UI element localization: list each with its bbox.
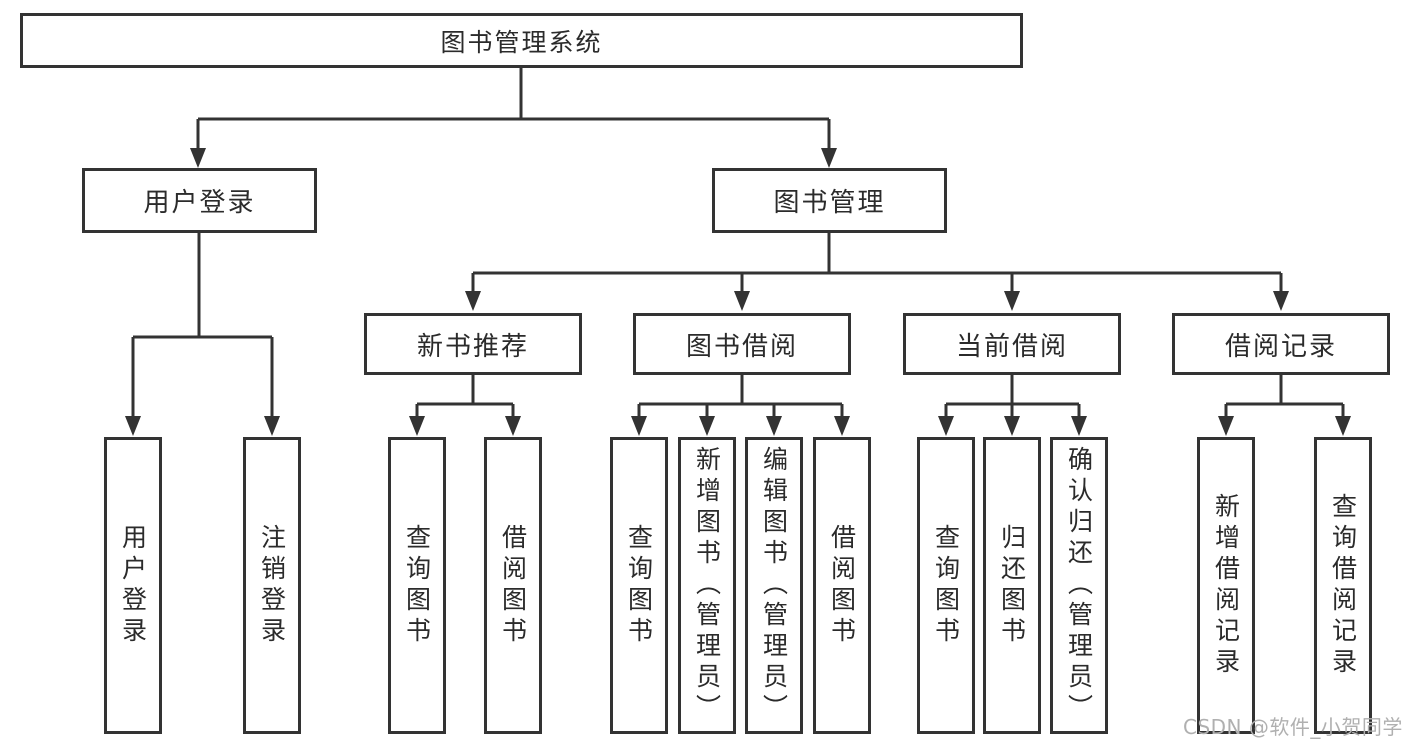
leaf-borrow-books: 借阅图书 <box>813 437 871 734</box>
node-book-borrow: 图书借阅 <box>633 313 851 375</box>
leaf-borrow-books-recommend: 借阅图书 <box>484 437 542 734</box>
node-label: 新书推荐 <box>416 331 529 362</box>
leaf-edit-book-admin: 编辑图书（管理员） <box>745 437 803 734</box>
node-label: 当前借阅 <box>955 331 1068 362</box>
leaf-user-login: 用户登录 <box>104 437 162 734</box>
node-label: 图书管理系统 <box>440 27 603 57</box>
node-label: 新增图书（管理员） <box>692 446 722 725</box>
node-label: 注销登录 <box>257 523 287 648</box>
node-new-book-recommend: 新书推荐 <box>364 313 582 375</box>
node-label: 图书管理 <box>773 188 886 218</box>
node-label: 编辑图书（管理员） <box>759 446 789 725</box>
leaf-query-books-current: 查询图书 <box>917 437 975 734</box>
node-label: 归还图书 <box>997 523 1027 648</box>
node-borrow-records: 借阅记录 <box>1172 313 1390 375</box>
node-label: 查询图书 <box>931 523 961 648</box>
node-label: 借阅图书 <box>498 523 528 648</box>
node-current-borrow: 当前借阅 <box>903 313 1121 375</box>
node-label: 查询借阅记录 <box>1328 492 1358 679</box>
leaf-add-borrow-record: 新增借阅记录 <box>1197 437 1255 734</box>
leaf-query-borrow-record: 查询借阅记录 <box>1314 437 1372 734</box>
node-label: 新增借阅记录 <box>1211 492 1241 679</box>
node-label: 图书借阅 <box>685 331 798 362</box>
node-book-management: 图书管理 <box>712 168 947 233</box>
node-user-login: 用户登录 <box>82 168 317 233</box>
leaf-logout: 注销登录 <box>243 437 301 734</box>
node-label: 确认归还（管理员） <box>1064 446 1094 725</box>
node-label: 借阅图书 <box>827 523 857 648</box>
leaf-add-book-admin: 新增图书（管理员） <box>678 437 736 734</box>
csdn-watermark: CSDN @软件_小贺同学 <box>1183 715 1403 739</box>
node-label: 用户登录 <box>143 188 256 218</box>
node-label: 用户登录 <box>118 523 148 648</box>
leaf-return-books: 归还图书 <box>983 437 1041 734</box>
leaf-query-books-recommend: 查询图书 <box>388 437 446 734</box>
node-label: 查询图书 <box>624 523 654 648</box>
leaf-query-books-borrow: 查询图书 <box>610 437 668 734</box>
node-root: 图书管理系统 <box>20 13 1023 68</box>
leaf-confirm-return-admin: 确认归还（管理员） <box>1050 437 1108 734</box>
node-label: 借阅记录 <box>1224 331 1337 362</box>
node-label: 查询图书 <box>402 523 432 648</box>
